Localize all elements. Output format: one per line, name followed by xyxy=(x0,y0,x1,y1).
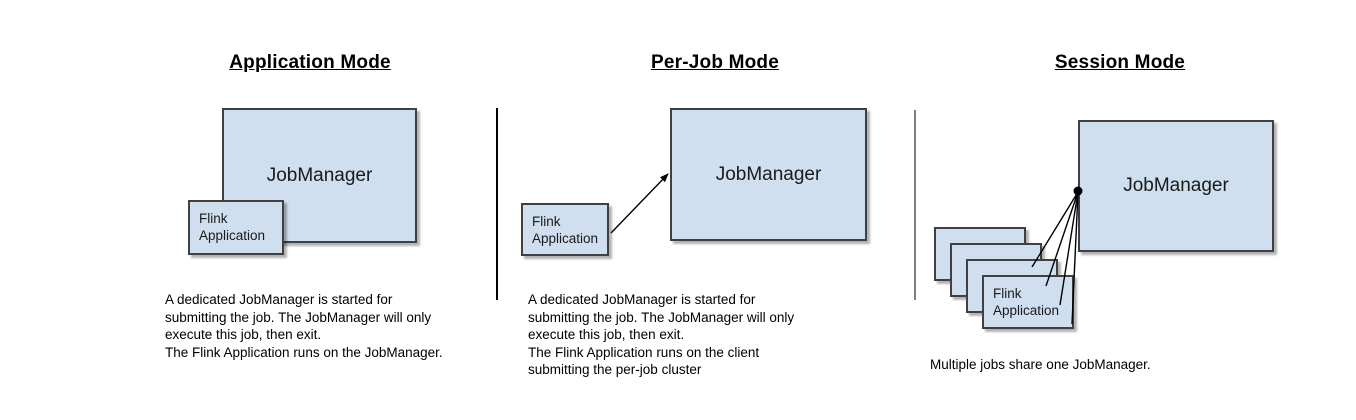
column-title-per-job-mode: Per-Job Mode xyxy=(650,52,780,73)
column-divider-2 xyxy=(914,110,916,300)
flink-application-box-application-mode: Flink Application xyxy=(188,200,284,255)
flink-application-box-per-job-mode: Flink Application xyxy=(521,203,609,256)
jobmanager-label: JobManager xyxy=(715,163,822,185)
caption-session-mode: Multiple jobs share one JobManager. xyxy=(930,357,1151,372)
jobmanager-box-session-mode: JobManager xyxy=(1078,120,1274,252)
column-title-application-mode: Application Mode xyxy=(229,52,391,73)
caption-per-job-mode: A dedicated JobManager is started for su… xyxy=(528,292,795,377)
flink-application-label: Flink Application xyxy=(532,214,599,246)
caption-application-mode: A dedicated JobManager is started for su… xyxy=(165,292,443,360)
flink-application-label: Flink Application xyxy=(993,286,1060,318)
flink-application-label: Flink Application xyxy=(199,211,266,243)
jobmanager-label: JobManager xyxy=(266,164,373,186)
flink-application-box-session-mode: Flink Application xyxy=(982,275,1074,329)
arrow-flinkapp-to-jobmanager-per-job xyxy=(610,173,669,234)
column-title-session-mode: Session Mode xyxy=(1054,52,1186,73)
jobmanager-label: JobManager xyxy=(1123,175,1229,196)
jobmanager-box-per-job-mode: JobManager xyxy=(670,108,867,241)
column-divider-1 xyxy=(496,108,498,300)
